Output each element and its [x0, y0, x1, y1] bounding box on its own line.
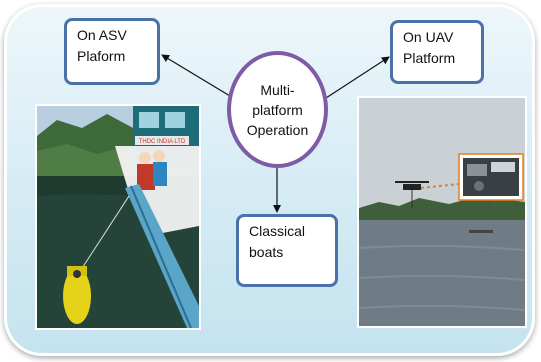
asv-box-line2: Plaform [77, 48, 126, 64]
boats-box-line2: boats [249, 244, 284, 260]
asv-box-line1: On ASV [77, 27, 127, 43]
uav-photo [357, 96, 527, 328]
boat-sign: THDC INDIA LTD [139, 139, 186, 145]
arrow-to-uav [325, 56, 390, 99]
uav-box-line2: Platform [403, 50, 456, 66]
classical-boats-box: Classical boats [236, 214, 338, 287]
uav-box-line1: On UAV [403, 29, 454, 45]
uav-platform-box: On UAV Platform [390, 20, 484, 84]
boats-box-line1: Classical [249, 223, 306, 239]
drone-icon [395, 181, 429, 208]
center-line1: Multi- [260, 81, 295, 98]
arrow-to-asv [161, 54, 231, 97]
center-line3: Operation [246, 121, 309, 138]
center-line2: platform [252, 101, 303, 118]
asv-photo: THDC INDIA LTD [35, 104, 201, 330]
asv-platform-box: On ASV Plaform [64, 18, 160, 85]
multi-platform-operation-node: Multi- platform Operation [227, 51, 328, 168]
